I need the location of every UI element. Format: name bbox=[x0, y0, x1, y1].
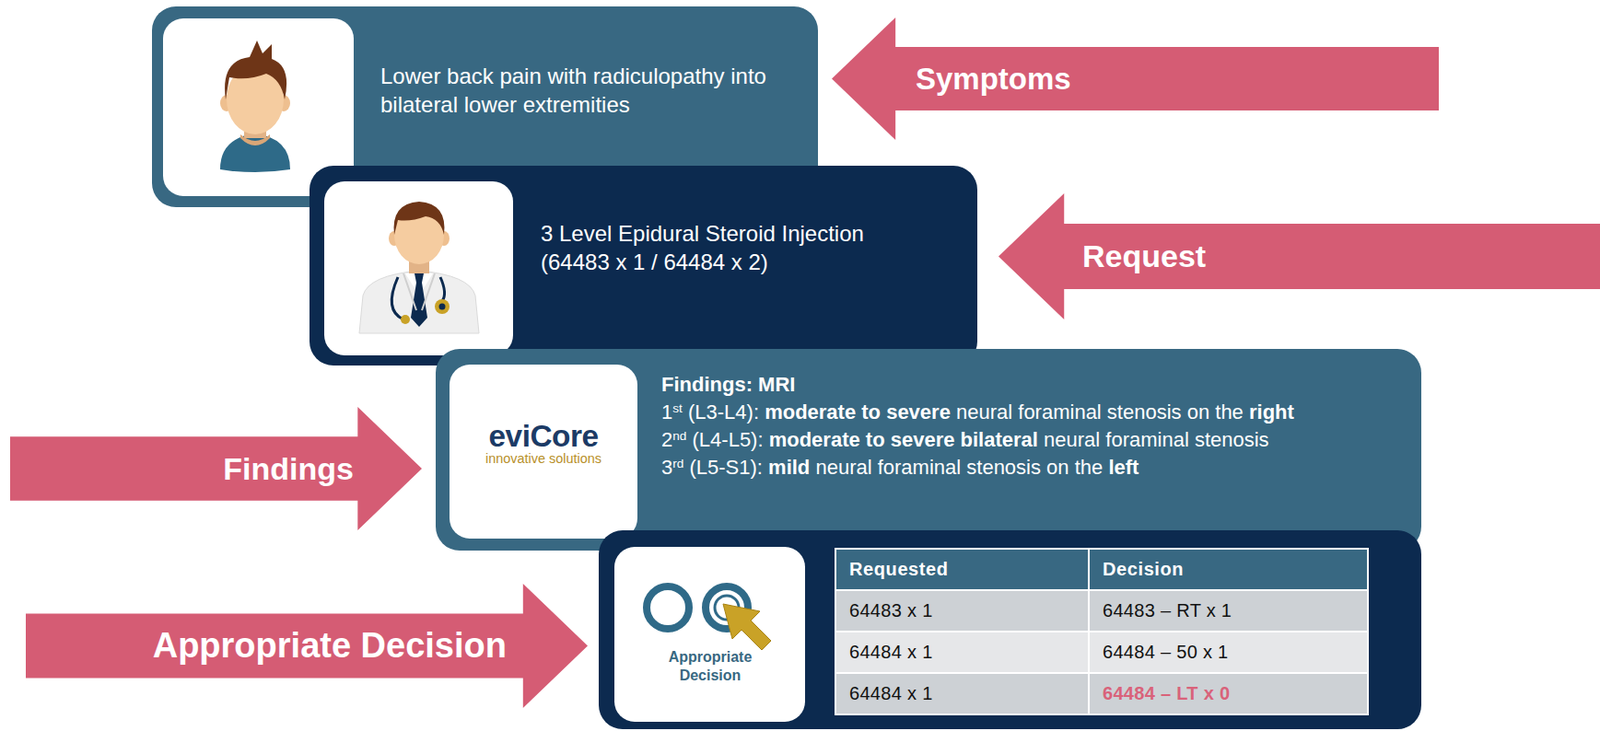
icon-layer bbox=[614, 547, 806, 723]
box-heading: Symptoms bbox=[915, 60, 1072, 98]
text-run: nd bbox=[672, 428, 687, 443]
text-run: (L5-S1): bbox=[683, 455, 769, 479]
text-group: Symptoms bbox=[915, 46, 1072, 111]
doctor-icon bbox=[359, 201, 479, 334]
stethoscope-center bbox=[439, 303, 446, 311]
text-run: left bbox=[1108, 455, 1139, 479]
text-run: (L3-L4): bbox=[682, 400, 765, 424]
lapel bbox=[403, 273, 435, 311]
arrow-fill bbox=[831, 17, 1439, 141]
box-heading: Appropriate Decision bbox=[152, 625, 507, 668]
request-box: 3 Level Epidural Steroid Injection (6448… bbox=[309, 165, 978, 366]
shirt bbox=[220, 133, 291, 173]
decision-table: RequestedDecision64483 x 164483 – RT x 1… bbox=[834, 548, 1369, 716]
label-arrow: Symptoms bbox=[831, 17, 1439, 141]
table-cell: 64484 x 1 bbox=[836, 674, 1088, 714]
hair bbox=[224, 40, 287, 100]
stethoscope-end bbox=[400, 315, 410, 325]
label-arrow: Request bbox=[998, 193, 1600, 320]
box-heading: Request bbox=[1082, 237, 1206, 276]
text-group: eviCoreinnovative solutions bbox=[449, 420, 638, 468]
arrow-fill bbox=[998, 193, 1600, 320]
decision-card: Appropriate Decision bbox=[614, 547, 806, 723]
table-cell: 64483 x 1 bbox=[836, 591, 1088, 631]
arrow-fill bbox=[25, 583, 588, 709]
logo-card: eviCoreinnovative solutions bbox=[449, 364, 638, 539]
findings-box: Findings: MRI1st (L3-L4): moderate to se… bbox=[435, 349, 1422, 551]
table-cell: 64484 – 50 x 1 bbox=[1089, 632, 1367, 673]
text-run: (L4-L5): bbox=[686, 428, 769, 452]
decision-box: Appropriate DecisionRequestedDecision644… bbox=[598, 530, 1422, 730]
box-heading: Findings: MRI bbox=[661, 371, 1390, 399]
box-heading: Lower back pain with radiculopathy into … bbox=[380, 61, 795, 119]
person-icon bbox=[220, 40, 291, 173]
text-run: moderate to severe bbox=[764, 400, 951, 424]
box-text: 1st (L3-L4): moderate to severe neural f… bbox=[661, 398, 1390, 427]
table-cell: 64484 x 1 bbox=[836, 632, 1088, 673]
collar bbox=[240, 134, 270, 146]
text-group: 3 Level Epidural Steroid Injection (6448… bbox=[540, 219, 937, 277]
label-arrow: Appropriate Decision bbox=[25, 583, 588, 709]
stethoscope bbox=[391, 277, 444, 320]
table-header: Decision bbox=[1089, 549, 1367, 590]
box-heading: Appropriate Decision bbox=[654, 648, 767, 686]
box-text: innovative solutions bbox=[449, 452, 638, 468]
box-text: 3rd (L5-S1): mild neural foraminal steno… bbox=[661, 454, 1390, 482]
text-run: moderate to severe bilateral bbox=[769, 428, 1039, 452]
text-run: rd bbox=[672, 455, 684, 470]
coat bbox=[359, 270, 479, 334]
text-run: 2 bbox=[661, 428, 673, 452]
text-run: neural foraminal stenosis bbox=[1038, 428, 1270, 452]
text-group: Findings bbox=[222, 436, 354, 502]
icon-card bbox=[324, 181, 514, 356]
arrow-shape bbox=[10, 407, 422, 531]
text-run: neural foraminal stenosis on the bbox=[950, 400, 1250, 424]
option-circle bbox=[646, 586, 690, 630]
arrow-fill bbox=[10, 407, 422, 531]
text-run: 3 bbox=[661, 455, 673, 479]
stethoscope-head bbox=[434, 299, 450, 315]
text-run: neural foraminal stenosis on the bbox=[809, 455, 1109, 479]
text-group: Findings: MRI1st (L3-L4): moderate to se… bbox=[661, 371, 1390, 482]
text-run: st bbox=[672, 400, 683, 415]
text-group: Appropriate Decision bbox=[152, 613, 507, 678]
text-run: 1 bbox=[661, 400, 673, 424]
table-cell: 64484 – LT x 0 bbox=[1089, 674, 1367, 714]
box-text: 2nd (L4-L5): moderate to severe bilatera… bbox=[661, 426, 1390, 455]
box-heading: 3 Level Epidural Steroid Injection (6448… bbox=[540, 219, 937, 277]
table-cell: 64483 – RT x 1 bbox=[1089, 591, 1367, 631]
text-run: right bbox=[1249, 400, 1295, 424]
hair bbox=[394, 201, 445, 235]
label-arrow: Findings bbox=[10, 407, 422, 531]
table-header: Requested bbox=[836, 549, 1088, 590]
text-group: Lower back pain with radiculopathy into … bbox=[380, 61, 795, 119]
text-group: Appropriate Decision bbox=[654, 648, 767, 686]
box-heading: Findings bbox=[222, 450, 354, 489]
text-run: mild bbox=[768, 455, 810, 479]
text-group: Request bbox=[1082, 223, 1206, 290]
box-heading: eviCore bbox=[449, 420, 638, 453]
pointer-cursor bbox=[723, 604, 771, 651]
